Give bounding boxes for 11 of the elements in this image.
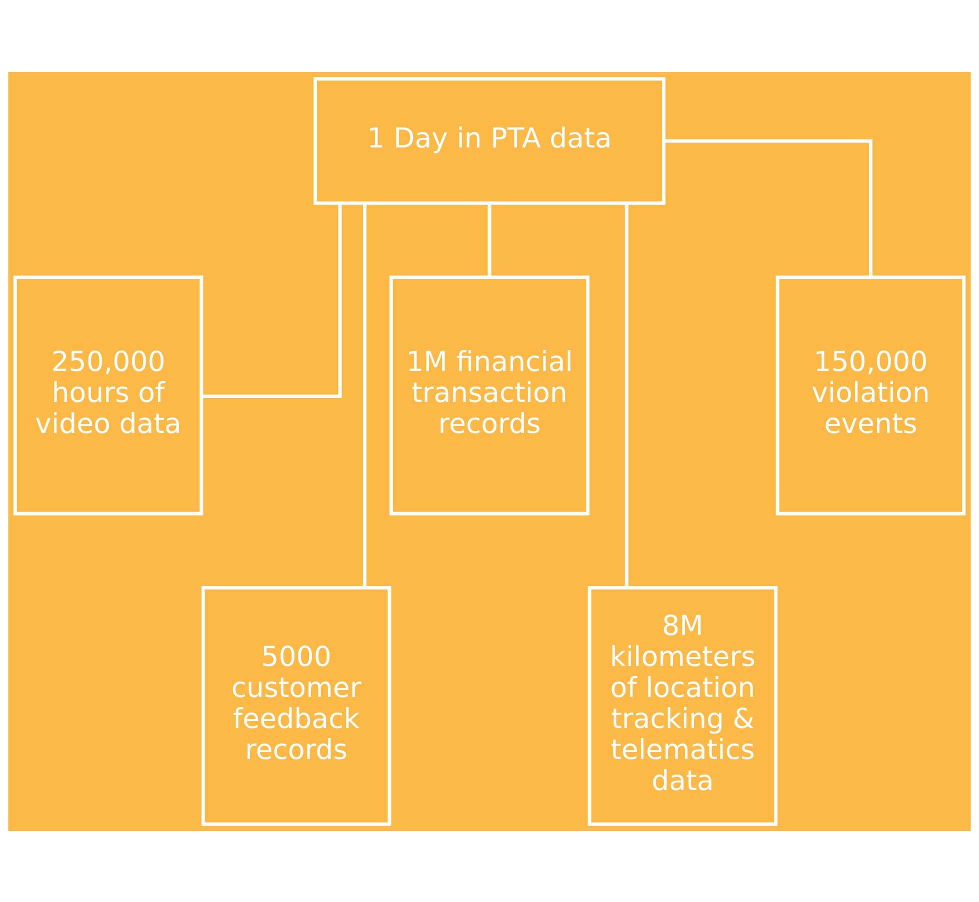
connector (202, 202, 342, 398)
connector (624, 203, 628, 587)
node-box: 1M financial transaction records (389, 275, 590, 515)
node-box: 5000 customer feedback records (201, 586, 392, 826)
node-box: 1 Day in PTA data (314, 76, 666, 204)
connector (664, 138, 872, 277)
connector (488, 202, 492, 277)
node-box: 150,000 violation events (776, 275, 966, 515)
node-box: 8M kilometers of location tracking & telematics data (588, 586, 778, 826)
node-box: 250,000 hours of video data (13, 275, 204, 515)
connector (363, 203, 366, 587)
